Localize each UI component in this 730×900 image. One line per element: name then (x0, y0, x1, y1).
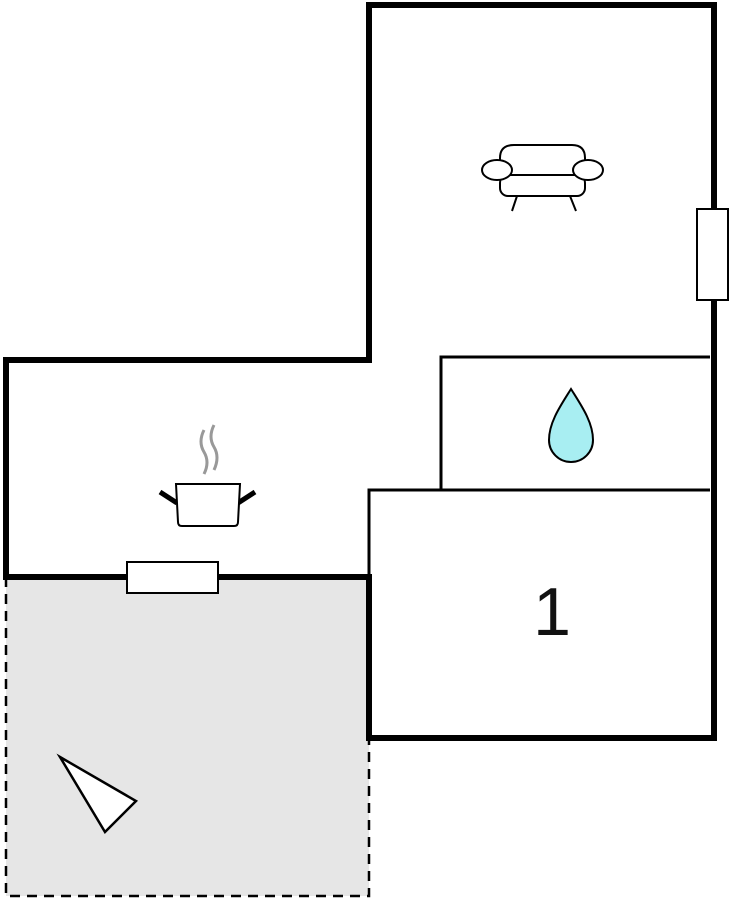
bedroom-wall (367, 488, 710, 738)
compass-arrow-icon (56, 753, 139, 835)
water-drop-icon (547, 387, 595, 463)
terrace (4, 577, 371, 898)
terrace-dashed-outline (4, 577, 371, 898)
cooking-pot-icon (158, 424, 257, 527)
sofa-icon (481, 144, 604, 212)
bedroom-number-label: 1 (533, 574, 571, 650)
interior-walls (367, 355, 710, 738)
window-south (126, 561, 219, 594)
window-east (696, 208, 729, 301)
bathroom-wall (439, 355, 710, 490)
terrace-area (6, 577, 369, 896)
